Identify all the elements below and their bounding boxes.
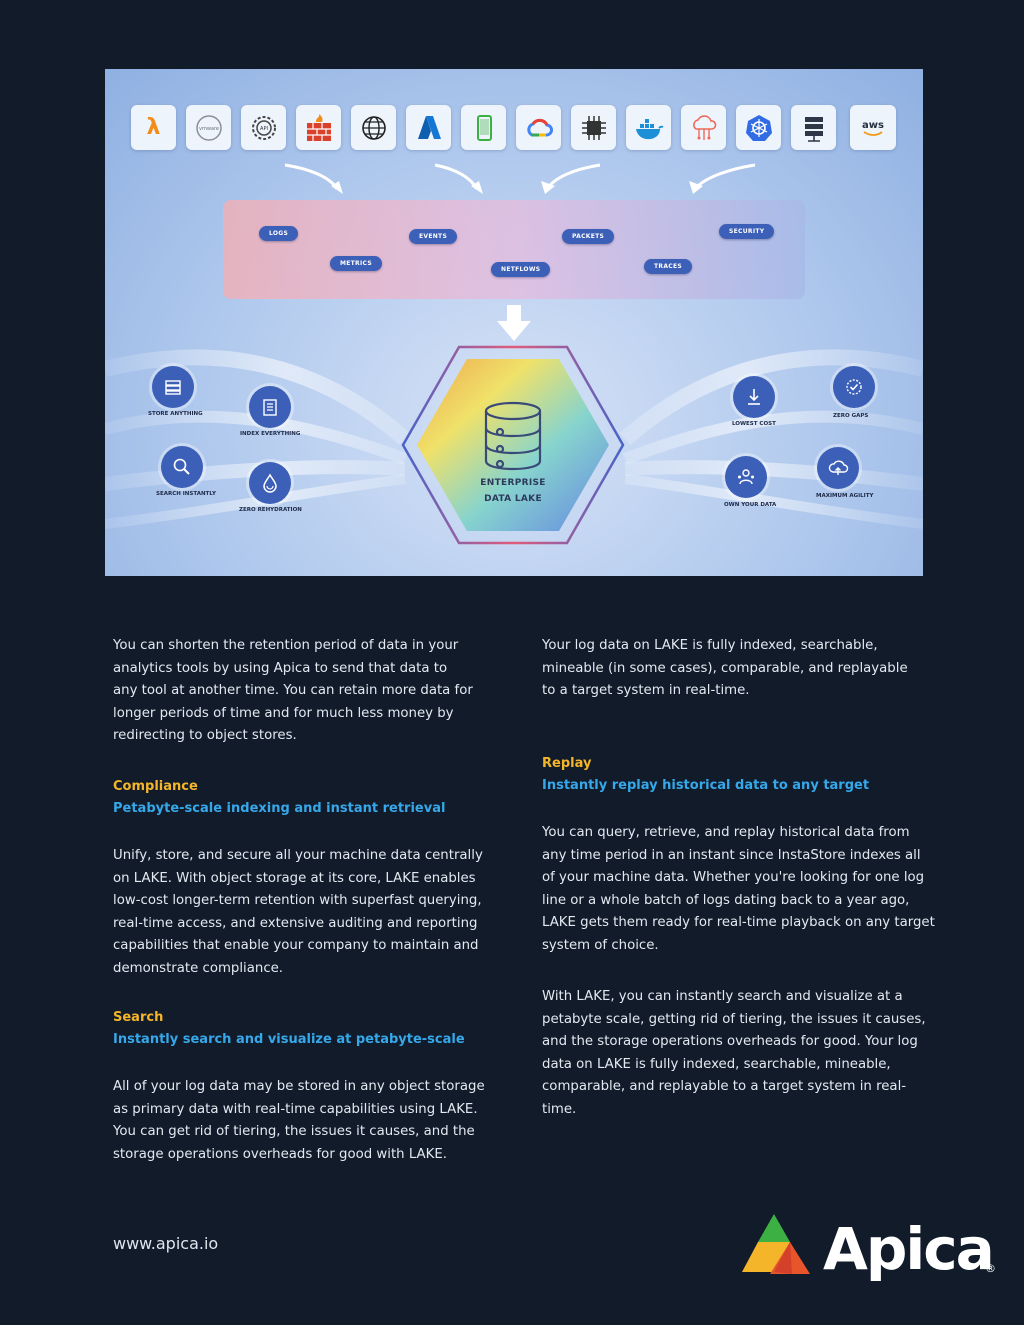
- registered-mark: ®: [985, 1262, 996, 1275]
- kubernetes-icon: [736, 105, 781, 150]
- search-title: Instantly search and visualize at petaby…: [113, 1032, 465, 1047]
- right-intro-block: Your log data on LAKE is fully indexed, …: [542, 635, 922, 703]
- azure-icon: [406, 105, 451, 150]
- lowest-cost-icon: [733, 376, 775, 418]
- mobile-icon: [461, 105, 506, 150]
- website-link[interactable]: www.apica.io: [113, 1234, 219, 1253]
- brand-wordmark: Apica: [823, 1215, 995, 1283]
- replay-body: You can query, retrieve, and replay hist…: [542, 825, 935, 953]
- lowest-cost-label: LOWEST COST: [732, 421, 776, 427]
- chip-icon: [571, 105, 616, 150]
- apica-logo-icon: [742, 1214, 810, 1274]
- center-label-line2: DATA LAKE: [484, 494, 542, 504]
- google-cloud-icon: [516, 105, 561, 150]
- search-section: Search Instantly search and visualize at…: [113, 1007, 493, 1166]
- zero-gaps-label: ZERO GAPS: [833, 413, 869, 419]
- compliance-body: Unify, store, and secure all your machin…: [113, 848, 483, 976]
- database-icon: [484, 401, 542, 471]
- pill-traces: TRACES: [644, 259, 692, 274]
- replay-title: Instantly replay historical data to any …: [542, 778, 870, 793]
- right-intro-paragraph: Your log data on LAKE is fully indexed, …: [542, 638, 908, 699]
- enterprise-data-lake-hexagon: [401, 345, 625, 545]
- own-your-data-icon: [725, 456, 767, 498]
- center-label-line1: ENTERPRISE: [480, 478, 546, 488]
- firewall-icon: [296, 105, 341, 150]
- globe-icon: [351, 105, 396, 150]
- replay-kicker: Replay: [542, 756, 592, 771]
- pill-security: SECURITY: [719, 224, 775, 239]
- left-intro-paragraph: You can shorten the retention period of …: [113, 638, 473, 744]
- compliance-kicker: Compliance: [113, 779, 198, 794]
- zero-rehydration-label: ZERO REHYDRATION: [239, 507, 302, 513]
- store-anything-icon: [152, 366, 194, 408]
- docker-icon: [626, 105, 671, 150]
- pill-packets: PACKETS: [562, 229, 615, 244]
- data-types-band: LOGS EVENTS PACKETS SECURITY METRICS NET…: [223, 200, 805, 299]
- left-column: You can shorten the retention period of …: [113, 635, 493, 748]
- compliance-section: Compliance Petabyte-scale indexing and i…: [113, 776, 493, 981]
- index-everything-label: INDEX EVERYTHING: [240, 431, 301, 437]
- svg-text:aws: aws: [862, 120, 884, 131]
- replay-section: Replay Instantly replay historical data …: [542, 753, 935, 958]
- aws-icon: aws: [850, 105, 896, 150]
- zero-rehydration-icon: [249, 462, 291, 504]
- search-body: All of your log data may be stored in an…: [113, 1079, 485, 1162]
- search-instantly-label: SEARCH INSTANTLY: [156, 491, 216, 497]
- svg-text:vmware: vmware: [198, 126, 218, 132]
- zero-gaps-icon: [833, 366, 875, 408]
- maximum-agility-label: MAXIMUM AGILITY: [816, 493, 874, 499]
- pill-netflows: NETFLOWS: [491, 262, 551, 277]
- maximum-agility-icon: [817, 447, 859, 489]
- search-kicker: Search: [113, 1010, 164, 1025]
- closing-block: With LAKE, you can instantly search and …: [542, 986, 926, 1122]
- cloud-network-icon: [681, 105, 726, 150]
- search-instantly-icon: [161, 446, 203, 488]
- pill-events: EVENTS: [409, 229, 458, 244]
- closing-paragraph: With LAKE, you can instantly search and …: [542, 989, 926, 1117]
- pill-metrics: METRICS: [330, 256, 382, 271]
- server-stack-icon: [791, 105, 836, 150]
- svg-text:API: API: [260, 126, 268, 132]
- index-everything-icon: [249, 386, 291, 428]
- lambda-icon: λ: [131, 105, 176, 150]
- pill-logs: LOGS: [259, 226, 299, 241]
- own-your-data-label: OWN YOUR DATA: [724, 502, 777, 508]
- store-anything-label: STORE ANYTHING: [148, 411, 203, 417]
- vmware-icon: vmware: [186, 105, 231, 150]
- data-lake-diagram: λ vmware API aws LOGS EVENTS PACKETS: [105, 69, 923, 576]
- api-gear-icon: API: [241, 105, 286, 150]
- compliance-title: Petabyte-scale indexing and instant retr…: [113, 801, 446, 816]
